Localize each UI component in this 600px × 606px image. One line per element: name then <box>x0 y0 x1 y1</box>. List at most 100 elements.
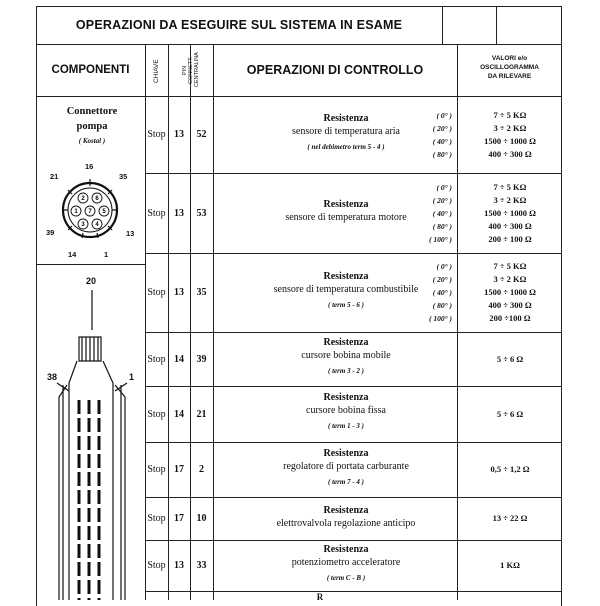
row-temperatures: ( 0° )( 20° )( 40° )( 80° )( 100° ) <box>412 181 452 246</box>
row-pin-connettore: 17 <box>174 513 184 524</box>
row-values: 5 ÷ 6 Ω <box>458 353 562 366</box>
col-divider <box>213 44 214 600</box>
row-operation-subtitle: regolatore di portata carburante <box>283 460 409 472</box>
row-temperature: ( 40° ) <box>432 136 452 146</box>
row-chiave: Stop <box>147 408 166 420</box>
connector-pin-label: 13 <box>126 229 135 238</box>
row-divider <box>145 497 562 498</box>
row-value: 5 ÷ 6 Ω <box>496 353 524 364</box>
row-operation-subtitle: elettrovalvola regolazione anticipo <box>276 517 416 529</box>
row-operation-subtitle: cursore bobina fissa <box>306 405 386 416</box>
header-valori-line2: OSCILLOGRAMMA <box>480 64 539 71</box>
row-chiave: Stop <box>147 287 166 298</box>
row-temperature: ( 80° ) <box>432 149 452 159</box>
row-pin-centralina: 10 <box>196 513 207 524</box>
row-pin-centralina: 35 <box>196 287 207 298</box>
row-divider <box>145 442 562 443</box>
row-value: 1 KΩ <box>500 560 520 570</box>
connector-inner-pin-label: 3 <box>81 222 85 228</box>
row-divider <box>145 253 562 254</box>
row-temperature: ( 0° ) <box>436 110 453 120</box>
row-operation-note: ( term 3 - 2 ) <box>328 367 364 375</box>
row-pin-connettore: 13 <box>174 560 184 571</box>
connector-inner-pin-label: 4 <box>95 222 99 228</box>
connector-inner-pin-label: 5 <box>102 209 106 215</box>
row-operation-title: Resistenza <box>323 447 369 459</box>
row-operation-title: Resistenza <box>323 504 369 516</box>
row-pin-centralina: 53 <box>196 207 207 219</box>
page-title: OPERAZIONI DA ESEGUIRE SUL SISTEMA IN ES… <box>75 18 403 32</box>
row-divider <box>145 386 562 387</box>
row-value: 7 ÷ 5 KΩ <box>493 109 527 120</box>
row-divider <box>145 173 562 174</box>
row-value: 200 ÷100 Ω <box>489 313 531 323</box>
title-box-divider <box>442 6 443 44</box>
row-operation: Resistenza cursore bobina fissa ( term 1 -… <box>236 392 456 430</box>
connector-diagram: 2 6 1 7 5 3 4 <box>61 179 119 239</box>
row-operation-title: Resistenza <box>323 270 369 282</box>
row-values: 13 ÷ 22 Ω <box>458 512 562 525</box>
row-value: 1500 ÷ 1000 Ω <box>484 287 536 297</box>
connector-pin-label: 14 <box>68 250 77 259</box>
connector-pin-label: 35 <box>119 172 128 181</box>
header-componenti: COMPONENTI <box>51 64 130 76</box>
row-temperature: ( 80° ) <box>432 221 452 231</box>
pump-diagram <box>56 290 128 600</box>
row-values: 0,5 ÷ 1,2 Ω <box>458 463 562 476</box>
row-chiave: Stop <box>147 513 166 524</box>
row-pin-connettore: 13 <box>174 287 184 298</box>
row-operation-title: Resistenza <box>323 392 369 403</box>
row-divider <box>145 591 562 592</box>
connector-inner-pin-label: 2 <box>81 196 85 202</box>
row-temperature: ( 20° ) <box>432 123 452 133</box>
row-pin-connettore: 14 <box>174 353 184 365</box>
connector-pin-label: 16 <box>85 162 94 171</box>
pump-pin-label: 38 <box>47 372 58 382</box>
connector-pin-label: 21 <box>50 172 59 181</box>
row-divider <box>145 332 562 333</box>
col-divider <box>457 44 458 600</box>
row-value: 3 ÷ 2 KΩ <box>493 274 527 284</box>
row-pin-centralina: 21 <box>196 408 207 420</box>
header-pin: PIN CONNETT. CENTRALINA <box>168 48 213 94</box>
row-pin-connettore: 17 <box>174 464 184 475</box>
row-value: 7 ÷ 5 KΩ <box>493 181 527 192</box>
row-divider <box>145 540 562 541</box>
row-pin-connettore: 13 <box>174 207 184 219</box>
connector-inner-pin-label: 1 <box>74 209 78 215</box>
pump-pin-label: 20 <box>86 276 97 286</box>
header-divider <box>36 96 562 97</box>
table-frame <box>36 6 562 606</box>
row-temperature: ( 40° ) <box>432 288 452 297</box>
row-temperature: ( 40° ) <box>432 208 452 218</box>
row-chiave: Stop <box>147 464 166 475</box>
row-operation-subtitle: sensore di temperatura combustibile <box>273 283 419 295</box>
row-chiave: Stop <box>147 560 166 571</box>
row-value: 3 ÷ 2 KΩ <box>493 122 527 133</box>
title-divider <box>36 44 562 45</box>
header-valori-line1: VALORI e/o <box>491 55 528 62</box>
row-temperature: ( 0° ) <box>436 182 453 192</box>
next-row-partial: R <box>316 592 324 602</box>
row-value: 400 ÷ 300 Ω <box>488 300 532 310</box>
component-name-line2: pompa <box>76 121 108 132</box>
row-value: 400 ÷ 300 Ω <box>488 148 532 159</box>
row-temperature: ( 0° ) <box>436 262 453 271</box>
col-divider <box>190 44 191 600</box>
row-operation-note: ( term 1 - 3 ) <box>328 422 364 430</box>
row-value: 400 ÷ 300 Ω <box>488 220 532 231</box>
row-value: 0,5 ÷ 1,2 Ω <box>490 464 530 474</box>
row-operation-subtitle: sensore di temperatura motore <box>285 212 407 223</box>
connector-pin-label: 39 <box>46 228 55 237</box>
row-pin-connettore: 13 <box>174 129 184 140</box>
row-chiave: Stop <box>147 207 166 219</box>
row-operation-title: Resistenza <box>323 543 369 555</box>
row-value: 7 ÷ 5 KΩ <box>493 261 527 271</box>
row-pin-connettore: 14 <box>174 408 184 420</box>
row-value: 1500 ÷ 1000 Ω <box>484 207 536 218</box>
row-value: 3 ÷ 2 KΩ <box>493 194 527 205</box>
row-temperature: ( 20° ) <box>432 275 452 284</box>
